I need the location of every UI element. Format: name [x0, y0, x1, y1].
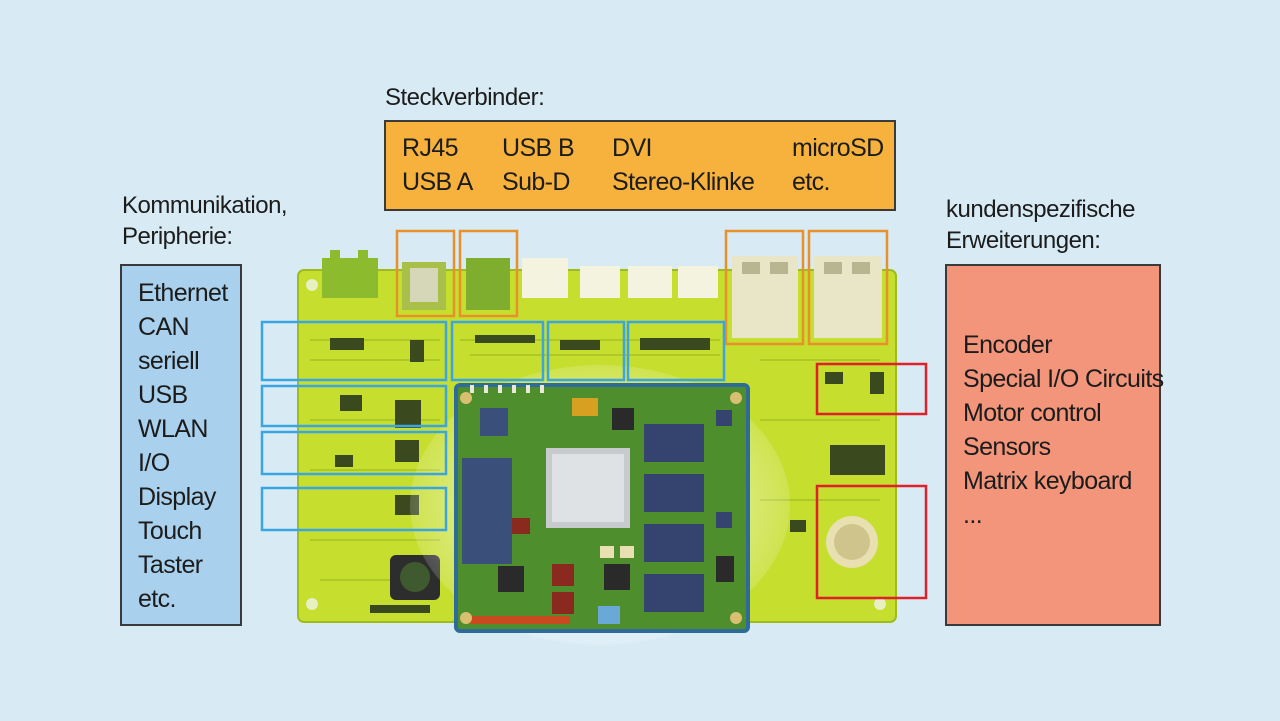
connectors-heading: Steckverbinder:	[385, 84, 545, 111]
list-item: Display	[138, 483, 216, 511]
extensions-heading-line-1: kundenspezifische	[946, 196, 1135, 223]
extensions-box: Encoder Special I/O Circuits Motor contr…	[945, 264, 1164, 626]
extensions-heading: kundenspezifische Erweiterungen:	[946, 194, 1135, 256]
connectors-box: RJ45 USB B DVI microSD USB A Sub-D Stere…	[384, 120, 896, 211]
peripherals-box: Ethernet CAN seriell USB WLAN I/O Displa…	[120, 264, 242, 626]
list-item: Matrix keyboard	[963, 467, 1132, 495]
connector-stereo-klinke: Stereo-Klinke	[612, 168, 755, 196]
connector-rj45: RJ45	[402, 134, 459, 162]
list-item: Touch	[138, 517, 202, 545]
connector-usb-b: USB B	[502, 134, 575, 162]
list-item: etc.	[138, 585, 177, 613]
list-item: WLAN	[138, 415, 208, 443]
connector-highlights	[395, 229, 889, 346]
list-item: Special I/O Circuits	[963, 365, 1164, 393]
peripherals-heading-line-1: Kommunikation,	[122, 192, 288, 219]
list-item: seriell	[138, 347, 200, 375]
list-item: Ethernet	[138, 279, 228, 307]
list-item: CAN	[138, 313, 190, 341]
connector-dvi: DVI	[612, 134, 652, 162]
extension-highlights	[815, 362, 928, 600]
peripheral-highlights	[260, 320, 726, 532]
connector-usb-a: USB A	[402, 168, 473, 196]
list-item: I/O	[138, 449, 170, 477]
peripherals-heading-line-2: Peripherie:	[122, 223, 233, 250]
list-item: USB	[138, 381, 188, 409]
peripherals-heading: Kommunikation, Peripherie:	[122, 190, 288, 252]
extensions-heading-line-2: Erweiterungen:	[946, 227, 1101, 254]
connector-etc: etc.	[792, 168, 831, 196]
list-item: Sensors	[963, 433, 1051, 461]
board-connectors	[322, 250, 882, 338]
connector-sub-d: Sub-D	[502, 168, 570, 196]
list-item: Taster	[138, 551, 203, 579]
list-item: Motor control	[963, 399, 1102, 427]
list-item: ...	[963, 501, 983, 529]
cpu-module	[454, 383, 750, 633]
list-item: Encoder	[963, 331, 1053, 359]
connector-microsd: microSD	[792, 134, 884, 162]
